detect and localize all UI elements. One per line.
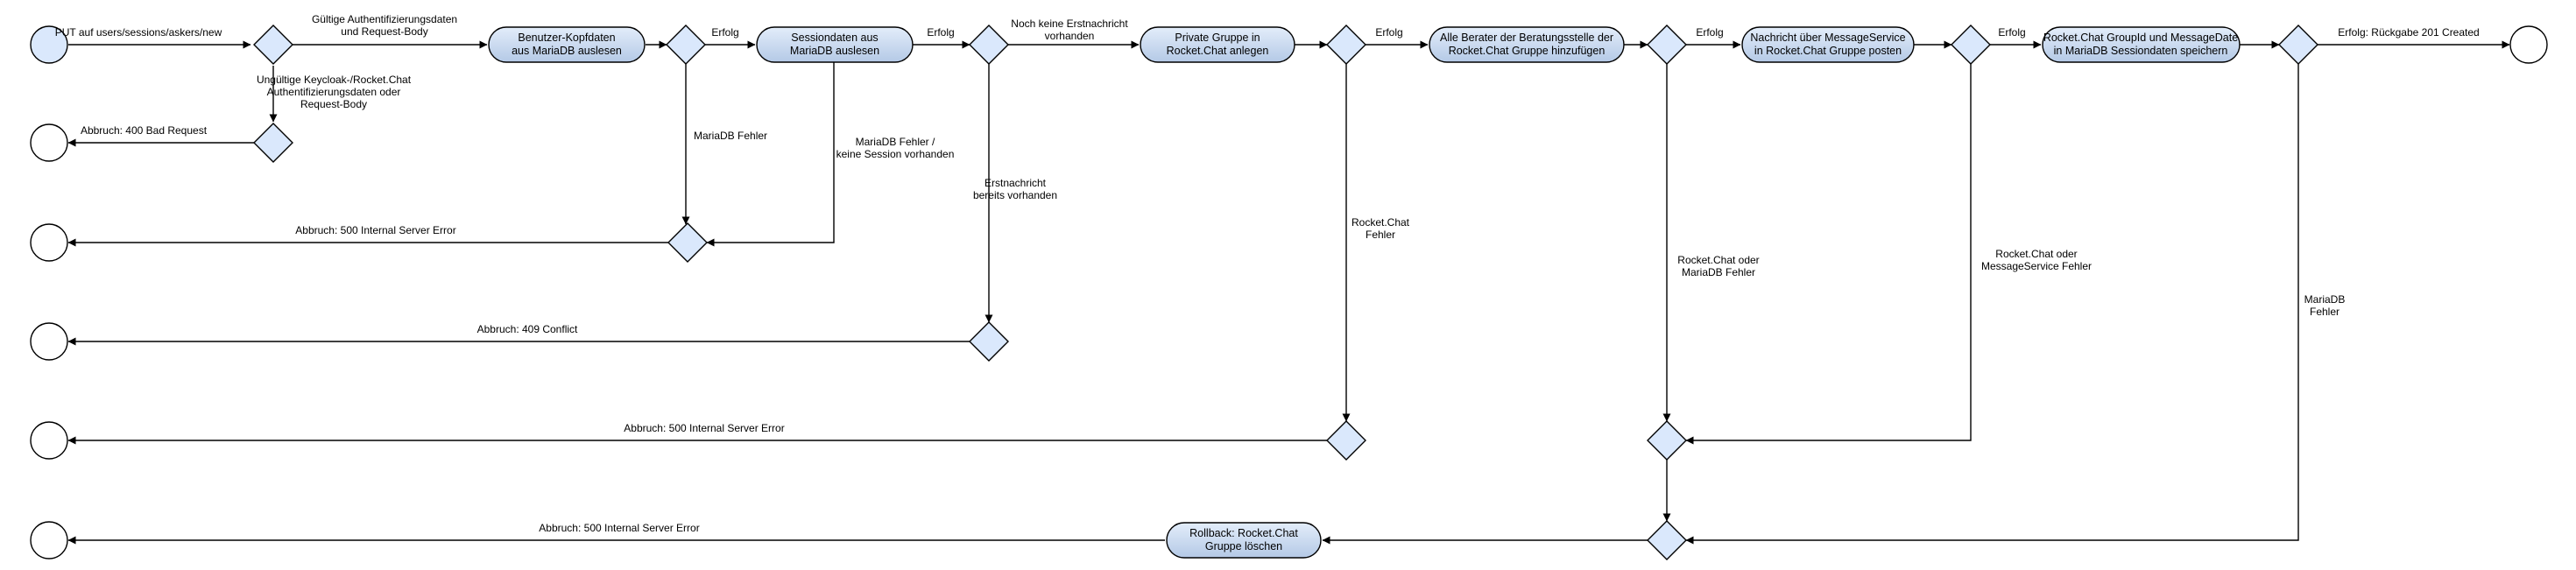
edge-label-success: Erfolg — [711, 26, 738, 39]
edge-label-success: Erfolg — [1375, 26, 1402, 39]
edge-label-invalid-auth: Ungültige Keycloak-/Rocket.Chat — [257, 74, 412, 86]
edge-label-mariadb-error: MariaDB Fehler — [694, 130, 767, 142]
decision-first-message — [969, 25, 1009, 65]
decision-user-data-result — [666, 25, 706, 65]
decision-data-saved — [2278, 25, 2318, 65]
edge-label-session-error: keine Session vorhanden — [836, 148, 955, 160]
edge-label-abort-409: Abbruch: 409 Conflict — [477, 323, 578, 335]
process-post-message: Nachricht über MessageService in Rocket.… — [1741, 26, 1915, 63]
edge-label-first-message-exists: Erstnachricht — [985, 177, 1047, 189]
edge-label-no-first-message: vorhanden — [1045, 30, 1095, 42]
process-create-private-group: Private Gruppe in Rocket.Chat anlegen — [1140, 26, 1295, 63]
decision-merge-rollback — [1647, 520, 1687, 560]
end-node-500-mariadb — [30, 223, 68, 262]
decision-message-posted — [1951, 25, 1991, 65]
decision-auth-check — [253, 25, 293, 65]
process-save-group-data: Rocket.Chat GroupId und MessageDate in M… — [2042, 26, 2241, 63]
edge-labels: PUT auf users/sessions/askers/new Gültig… — [55, 13, 2480, 534]
process-label-line: Rocket.Chat Gruppe hinzufügen — [1449, 45, 1606, 57]
edge-label-rc-mariadb-error: Rocket.Chat oder — [1677, 254, 1759, 266]
decision-merge-mariadb-error — [667, 222, 708, 263]
edge-label-abort-400: Abbruch: 400 Bad Request — [81, 124, 208, 137]
decision-group-created — [1326, 25, 1366, 65]
process-label-line: MariaDB auslesen — [790, 45, 879, 57]
decisions — [253, 25, 2318, 560]
terminals — [30, 25, 2548, 559]
edge-label-rc-error: Rocket.Chat — [1352, 216, 1410, 229]
end-node-400 — [30, 123, 68, 162]
edge-label-rc-ms-error: Rocket.Chat oder — [1995, 248, 2077, 260]
process-label-line: Benutzer-Kopfdaten — [518, 32, 615, 44]
end-node-500-rocketchat — [30, 421, 68, 460]
decision-members-added — [1647, 25, 1687, 65]
edge-label-abort-500: Abbruch: 500 Internal Server Error — [539, 522, 699, 534]
decision-conflict — [969, 321, 1009, 362]
process-read-user-header: Benutzer-Kopfdaten aus MariaDB auslesen — [488, 26, 646, 63]
edge-label-rc-mariadb-error: MariaDB Fehler — [1682, 266, 1755, 278]
process-label-line: Rollback: Rocket.Chat — [1189, 527, 1298, 539]
edge-label-valid-auth: und Request-Body — [341, 25, 427, 38]
edge-label-success: Erfolg — [1998, 26, 2025, 39]
edge-label-rc-ms-error: MessageService Fehler — [1981, 260, 2092, 272]
decision-rocketchat-error — [1326, 420, 1366, 461]
process-label-line: Alle Berater der Beratungsstelle der — [1440, 32, 1613, 44]
edge-label-start: PUT auf users/sessions/askers/new — [55, 26, 222, 39]
edge-label-mariadb-error: Fehler — [2310, 306, 2340, 318]
process-label-line: aus MariaDB auslesen — [512, 45, 622, 57]
edge-p2-to-d4 — [706, 62, 835, 247]
process-label-line: in Rocket.Chat Gruppe posten — [1754, 45, 1902, 57]
process-label-line: in MariaDB Sessiondaten speichern — [2054, 45, 2228, 57]
edge-label-invalid-auth: Request-Body — [300, 98, 367, 110]
edge-label-abort-500: Abbruch: 500 Internal Server Error — [624, 422, 784, 434]
process-label-line: Sessiondaten aus — [791, 32, 878, 44]
edge-label-final-success: Erfolg: Rückgabe 201 Created — [2338, 26, 2479, 39]
process-label-line: Gruppe löschen — [1205, 540, 1282, 552]
process-label-line: Rocket.Chat anlegen — [1167, 45, 1269, 57]
edge-label-valid-auth: Gültige Authentifizierungsdaten — [312, 13, 457, 25]
edge-label-rc-error: Fehler — [1366, 229, 1395, 241]
process-label-line: Private Gruppe in — [1175, 32, 1260, 44]
process-rollback-delete-group: Rollback: Rocket.Chat Gruppe löschen — [1166, 522, 1322, 559]
edge-label-session-error: MariaDB Fehler / — [856, 136, 935, 148]
end-node-success — [2509, 25, 2548, 64]
process-label-line: Rocket.Chat GroupId und MessageDate — [2043, 32, 2238, 44]
edge-label-invalid-auth: Authentifizierungsdaten oder — [267, 86, 401, 98]
edge-label-success: Erfolg — [1696, 26, 1723, 39]
process-label-line: Nachricht über MessageService — [1750, 32, 1905, 44]
start-node — [30, 25, 68, 64]
edge-d11-to-d10 — [1685, 64, 1972, 445]
edge-label-first-message-exists: bereits vorhanden — [973, 189, 1057, 201]
end-node-500-rollback — [30, 521, 68, 559]
edge-label-no-first-message: Noch keine Erstnachricht — [1011, 18, 1128, 30]
decision-bad-request — [253, 123, 293, 163]
edge-label-success: Erfolg — [927, 26, 954, 39]
end-node-409 — [30, 322, 68, 361]
processes: Benutzer-Kopfdaten aus MariaDB auslesen … — [488, 26, 2241, 559]
process-add-consultants: Alle Berater der Beratungsstelle der Roc… — [1429, 26, 1625, 63]
edge-label-mariadb-error: MariaDB — [2304, 293, 2346, 306]
decision-merge-service-errors — [1647, 420, 1687, 461]
edges — [67, 40, 2510, 545]
process-read-session-data: Sessiondaten aus MariaDB auslesen — [756, 26, 914, 63]
edge-d12-to-d13 — [1685, 64, 2299, 545]
edge-label-abort-500: Abbruch: 500 Internal Server Error — [295, 224, 455, 236]
